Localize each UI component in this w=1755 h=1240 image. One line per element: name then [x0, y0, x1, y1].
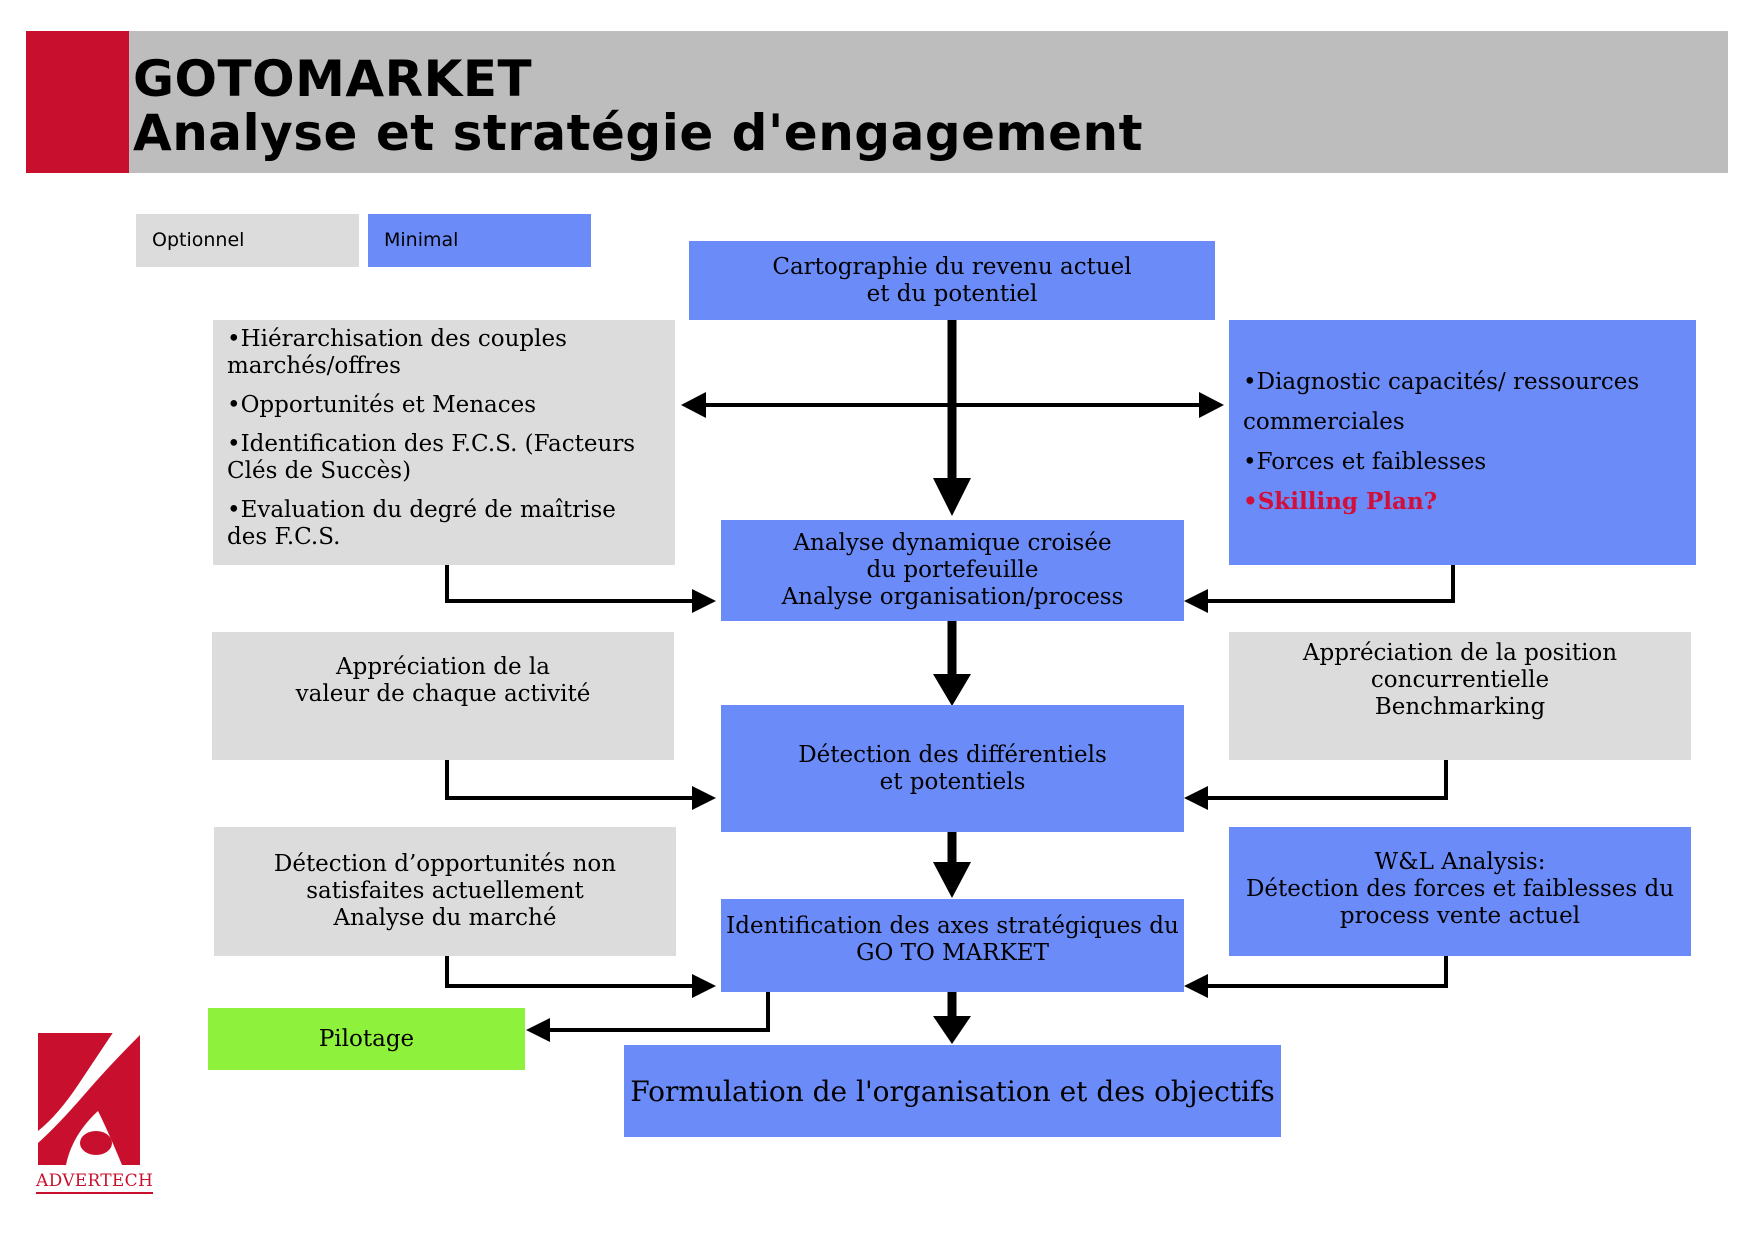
node-analyse: Analyse dynamique croisée du portefeuill… — [721, 520, 1184, 621]
title-line-1: GOTOMARKET — [133, 50, 533, 108]
node-opp-line1: Détection d’opportunités non — [273, 851, 617, 877]
node-valeur-line1: Appréciation de la — [336, 654, 550, 680]
node-cartographie-line2: et du potentiel — [866, 280, 1038, 307]
header-bar — [129, 31, 1728, 173]
arrowhead-down — [933, 674, 971, 706]
advertech-logo-icon — [38, 1025, 140, 1165]
logo-wordmark: ADVERTECH — [36, 1171, 154, 1194]
node-analyse-line3: Analyse organisation/process — [781, 584, 1124, 610]
left-list-item: •Evaluation du degré de maîtrise des F.C… — [227, 497, 616, 550]
arrowhead-down — [933, 862, 971, 898]
node-cartographie-line1: Cartographie du revenu actuel — [772, 253, 1132, 280]
node-position-line2: concurrentielle — [1370, 667, 1550, 693]
arrowhead-left — [526, 1018, 550, 1042]
arrowhead-left — [681, 392, 706, 418]
arrowhead-down — [933, 1016, 971, 1044]
arrow-valeur-to-detection — [445, 760, 695, 800]
node-pilotage: Pilotage — [208, 1008, 525, 1070]
arrow-opportunites-to-identification — [445, 956, 695, 988]
node-detection-opportunites: Détection d’opportunités non satisfaites… — [214, 827, 676, 956]
node-diff-line2: et potentiels — [879, 768, 1026, 795]
legend-minimal-label: Minimal — [384, 229, 459, 251]
right-list-item: •Diagnostic capacités/ ressources commer… — [1243, 369, 1640, 435]
right-list-item-highlight: •Skilling Plan? — [1243, 488, 1438, 515]
page-title: GOTOMARKET Analyse et stratégie d'engage… — [133, 52, 1143, 160]
node-identification: Identification des axes stratégiques du … — [721, 899, 1184, 992]
node-valeur-line2: valeur de chaque activité — [295, 681, 591, 707]
legend-minimal: Minimal — [368, 214, 591, 267]
node-detection-differentiels: Détection des différentiels et potentiel… — [721, 705, 1184, 832]
arrowhead-left — [1184, 589, 1208, 613]
legend-optional-label: Optionnel — [152, 229, 245, 251]
arrowhead-left — [1184, 786, 1208, 810]
arrowhead-left — [1184, 974, 1208, 998]
right-list-item: •Forces et faiblesses — [1243, 449, 1487, 475]
node-wl-line1: W&L Analysis: — [1374, 849, 1546, 875]
arrowhead-down — [933, 478, 971, 516]
left-list-item: •Hiérarchisation des couples marchés/off… — [227, 326, 567, 379]
node-analyse-line2: du portefeuille — [866, 557, 1039, 583]
node-identification-line2: GO TO MARKET — [856, 940, 1049, 966]
node-diff-line1: Détection des différentiels — [798, 741, 1107, 768]
left-list-item: •Opportunités et Menaces — [227, 392, 537, 418]
node-identification-line1: Identification des axes stratégiques du — [726, 913, 1179, 939]
arrow-position-to-detection — [1206, 760, 1448, 800]
node-analyse-line1: Analyse dynamique croisée — [793, 530, 1112, 556]
legend-optional: Optionnel — [136, 214, 359, 267]
node-wl-line3: process vente actuel — [1339, 903, 1581, 929]
arrowhead-right — [692, 974, 716, 998]
node-appreciation-valeur: Appréciation de la valeur de chaque acti… — [212, 632, 674, 760]
title-line-2: Analyse et stratégie d'engagement — [133, 104, 1144, 162]
arrow-identification-to-pilotage — [548, 992, 770, 1032]
arrow-right-list-to-analyse — [1206, 565, 1455, 603]
left-list-item: •Identification des F.C.S. (Facteurs Clé… — [227, 431, 636, 484]
node-opp-line2: satisfaites actuellement — [306, 878, 584, 904]
arrowhead-right — [692, 589, 716, 613]
arrowhead-right — [1199, 392, 1224, 418]
arrowhead-right — [692, 786, 716, 810]
node-appreciation-position: Appréciation de la position concurrentie… — [1229, 632, 1691, 760]
node-wl-line2: Détection des forces et faiblesses du — [1245, 876, 1675, 902]
node-formulation-label: Formulation de l'organisation et des obj… — [630, 1074, 1275, 1108]
node-wl-analysis: W&L Analysis: Détection des forces et fa… — [1229, 827, 1691, 956]
node-cartographie: Cartographie du revenu actuel et du pote… — [689, 241, 1215, 320]
node-position-line3: Benchmarking — [1374, 694, 1546, 720]
arrow-left-list-to-analyse — [445, 565, 695, 603]
node-position-line1: Appréciation de la position — [1302, 640, 1618, 666]
arrow-wl-to-identification — [1206, 956, 1448, 988]
node-left-list: •Hiérarchisation des couples marchés/off… — [213, 320, 675, 565]
header-red-block — [26, 31, 129, 173]
node-right-list: •Diagnostic capacités/ ressources commer… — [1229, 320, 1696, 565]
node-pilotage-label: Pilotage — [318, 1025, 415, 1052]
node-formulation: Formulation de l'organisation et des obj… — [624, 1045, 1281, 1137]
node-opp-line3: Analyse du marché — [333, 905, 557, 931]
